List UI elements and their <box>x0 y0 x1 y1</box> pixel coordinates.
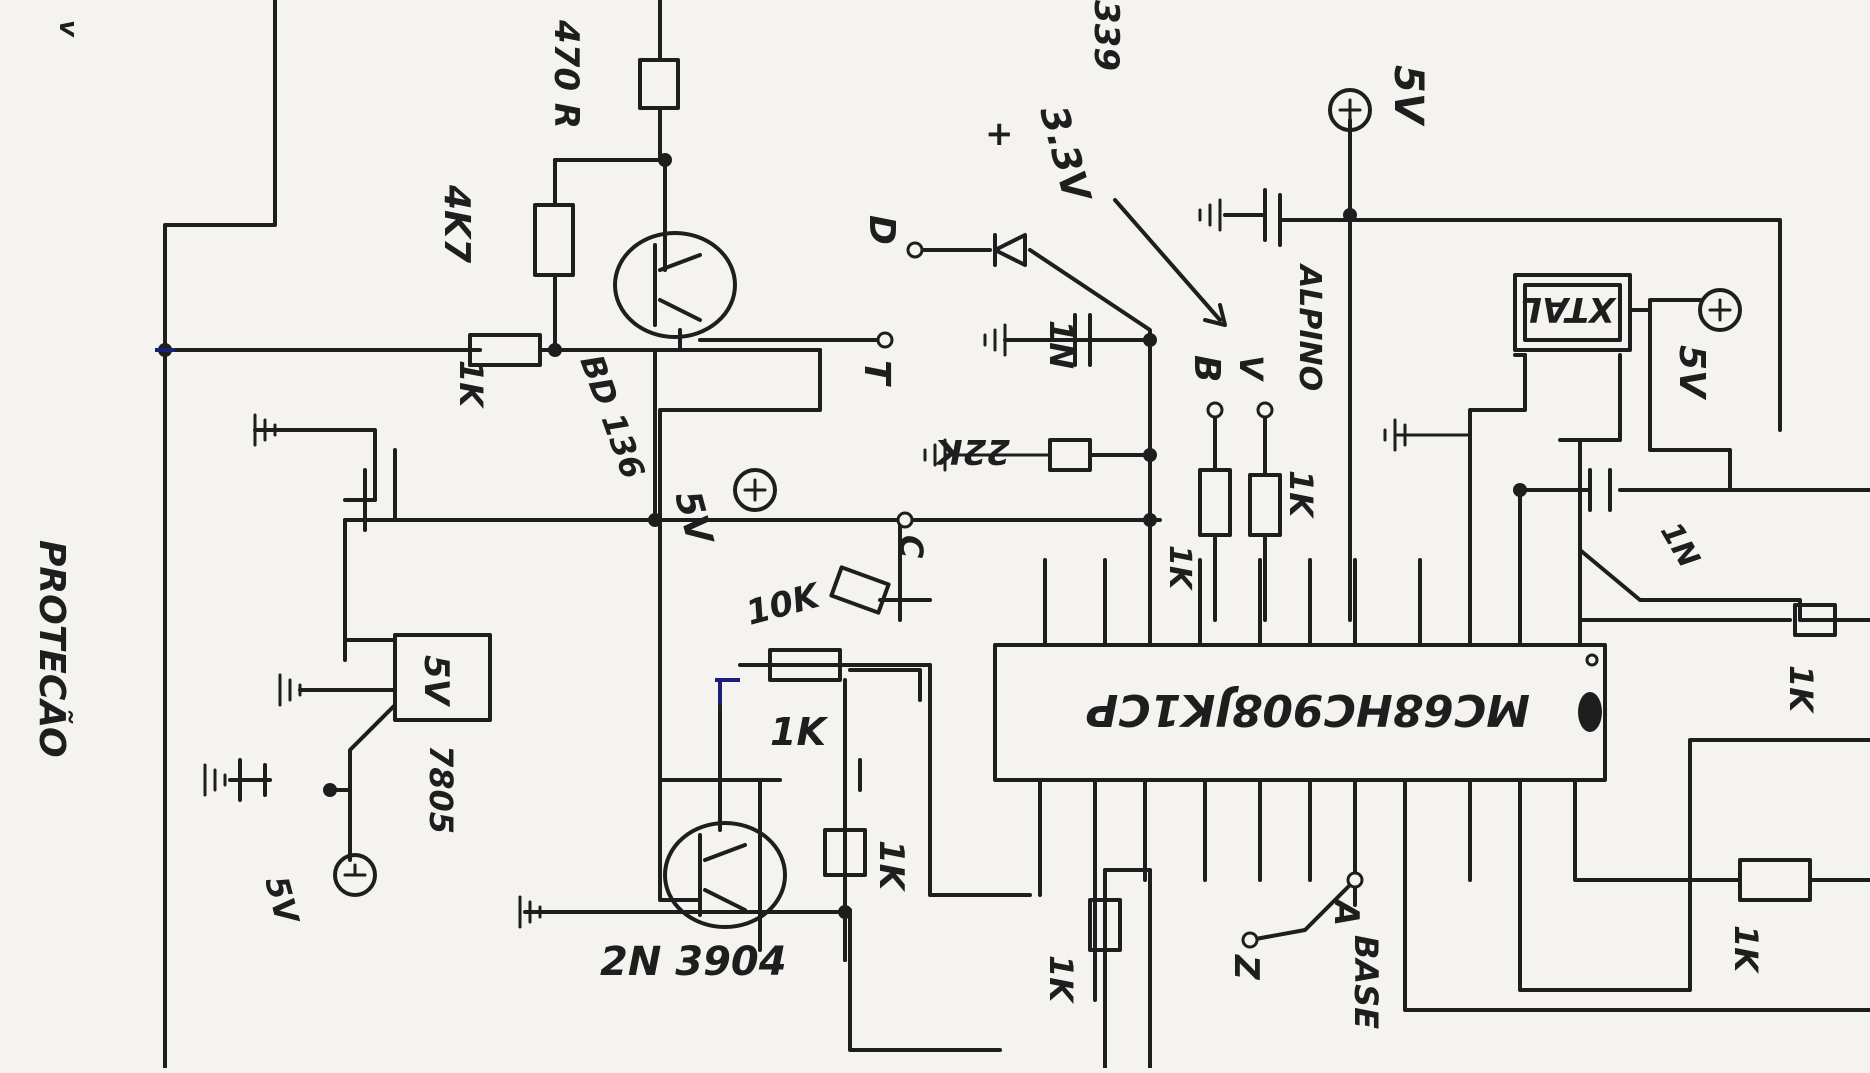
label-regulator-part: 7805 <box>422 745 460 834</box>
resistors <box>468 58 1837 952</box>
resistor-1k-base <box>468 333 542 367</box>
label-pin-z: Z <box>1226 954 1266 981</box>
label-pin-t: T <box>856 360 897 387</box>
label-pin-b: B <box>1186 355 1227 382</box>
resistor-470r <box>638 58 680 110</box>
marker-traces <box>155 348 740 705</box>
label-5v-top: 5V <box>1385 65 1431 127</box>
text-labels: MC68HC908JK1CP XTAL 5V 7805 BD 136 2N 39… <box>31 0 1820 1029</box>
label-regulator-body: 5V <box>416 655 456 708</box>
label-base: BASE <box>1347 935 1385 1029</box>
transistor-q2 <box>658 778 787 929</box>
supply-symbols <box>333 88 1742 897</box>
resistor-1k-b <box>1198 468 1232 537</box>
pin-a-terminal <box>1346 871 1364 889</box>
label-r-470r: 470 R <box>546 19 586 129</box>
connector-pins <box>876 241 1364 949</box>
label-5v-right: 5V <box>1671 345 1712 401</box>
label-mcu: MC68HC908JK1CP <box>1086 684 1530 735</box>
label-r-1k-right-top: 1K <box>1782 665 1820 714</box>
pin-b-terminal <box>1206 401 1224 419</box>
mcu-chip <box>993 643 1607 782</box>
regulator-7805 <box>393 633 492 722</box>
resistor-1k-mid <box>768 648 842 682</box>
resistor-22k <box>1048 438 1092 472</box>
resistor-1k-q2 <box>823 828 867 877</box>
label-r-1k-right-bottom: 1K <box>1727 925 1765 974</box>
label-r-1k-a: 1K <box>1282 470 1320 519</box>
label-corner-top: 339 <box>1086 0 1126 71</box>
label-5v-left: 5V <box>257 872 306 929</box>
resistor-4k7 <box>533 203 575 277</box>
label-3v3: 3.3V <box>1031 101 1099 208</box>
resistor-1k-a <box>1248 473 1282 537</box>
label-protec: PROTECÃO <box>31 540 73 758</box>
label-r-1k-mid: 1K <box>770 710 828 754</box>
pin-c-terminal <box>896 511 914 529</box>
crystal <box>1513 273 1632 352</box>
label-c-1n-a: 1N <box>1042 320 1080 369</box>
label-pin-a: A <box>1326 897 1366 926</box>
resistor-1k-right-bottom <box>1738 858 1812 902</box>
label-plus: + <box>985 114 1014 154</box>
label-5v-mid: 5V <box>666 487 720 552</box>
label-r-22k: 22K <box>934 431 1010 471</box>
wiring <box>163 0 1870 1070</box>
junction-dots <box>158 153 1527 919</box>
ground-symbols <box>203 198 1472 929</box>
label-r-1k-b: 1K <box>1162 545 1197 592</box>
label-r-1k-bottom: 1K <box>1042 955 1080 1004</box>
pin-d-terminal <box>906 241 924 259</box>
resistor-1k-bottom <box>1088 898 1122 952</box>
diode <box>993 233 1027 267</box>
label-xtal: XTAL <box>1520 289 1617 329</box>
label-q2: 2N 3904 <box>600 939 787 985</box>
label-c-1n-b: 1N <box>1653 517 1706 574</box>
label-alpino: ALPINO <box>1292 263 1327 391</box>
pin-z-terminal <box>1241 931 1259 949</box>
label-pin-c: C <box>892 535 930 559</box>
label-r-1k-q2: 1K <box>871 840 911 893</box>
label-r-4k7: 4K7 <box>436 184 477 263</box>
label-q1: BD 136 <box>572 350 652 484</box>
label-pin-d: D <box>861 215 902 245</box>
resistor-10k <box>829 565 891 615</box>
resistor-1k-right-top <box>1793 603 1837 637</box>
capacitors <box>228 188 1612 802</box>
label-corner-mark: v <box>53 20 83 38</box>
pin-t-terminal <box>876 331 894 349</box>
pin-v-terminal <box>1256 401 1274 419</box>
transistor-q1 <box>613 231 737 339</box>
label-pin-v: V <box>1232 355 1270 382</box>
label-r-10k: 10K <box>742 575 826 633</box>
label-r-1k-base: 1K <box>452 360 490 409</box>
